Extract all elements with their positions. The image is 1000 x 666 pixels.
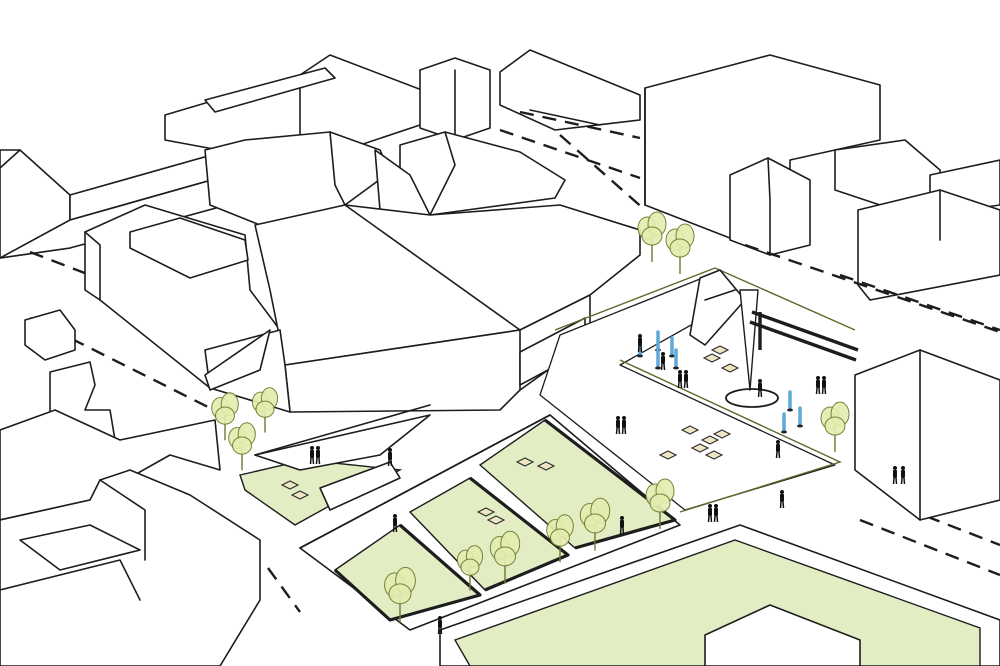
tree (489, 530, 521, 584)
bench (720, 363, 740, 373)
people (309, 334, 906, 635)
fountain-jet (655, 348, 661, 370)
person (315, 446, 321, 465)
bench (515, 457, 535, 467)
plaza (539, 267, 859, 513)
person (677, 370, 683, 389)
bench (536, 461, 556, 471)
main-building (84, 131, 641, 413)
person (437, 616, 443, 635)
person (713, 504, 719, 523)
person (815, 376, 821, 395)
person (683, 370, 689, 389)
person (775, 440, 781, 459)
fountain-jet (669, 336, 675, 358)
bench (486, 515, 506, 525)
person (660, 352, 666, 371)
tree (228, 422, 256, 471)
tree (820, 401, 850, 452)
person (619, 516, 625, 535)
bench (700, 435, 720, 445)
tree (251, 387, 279, 433)
person (309, 446, 315, 465)
person (779, 490, 785, 509)
person (900, 466, 906, 485)
person (387, 448, 393, 467)
tree (384, 566, 416, 623)
person (821, 376, 827, 395)
fountain-jet (781, 412, 787, 434)
trees (211, 211, 850, 623)
tree (211, 392, 239, 441)
bench (712, 429, 732, 439)
bench (702, 353, 722, 363)
person (392, 514, 398, 533)
street-markings (29, 110, 1000, 652)
foreground-buildings (0, 309, 1000, 666)
person (707, 504, 713, 523)
bench (280, 480, 300, 490)
tree (456, 545, 484, 591)
left-green-court (239, 404, 431, 526)
tree (546, 514, 574, 563)
person (637, 334, 643, 353)
bench (658, 450, 678, 460)
bench (704, 450, 724, 460)
bench (680, 425, 700, 435)
benches (280, 345, 740, 525)
bench (290, 490, 310, 500)
fountain-jet (673, 348, 679, 370)
bench (710, 345, 730, 355)
person (892, 466, 898, 485)
tree (645, 478, 675, 529)
tree (665, 223, 695, 274)
bench (476, 507, 496, 517)
tree (579, 497, 611, 551)
person (615, 416, 621, 435)
person (757, 379, 763, 398)
fountain-jet (787, 390, 793, 412)
bench (690, 443, 710, 453)
tree (637, 211, 667, 262)
fountain-jet (797, 406, 803, 428)
pergola (749, 310, 859, 362)
person (621, 416, 627, 435)
